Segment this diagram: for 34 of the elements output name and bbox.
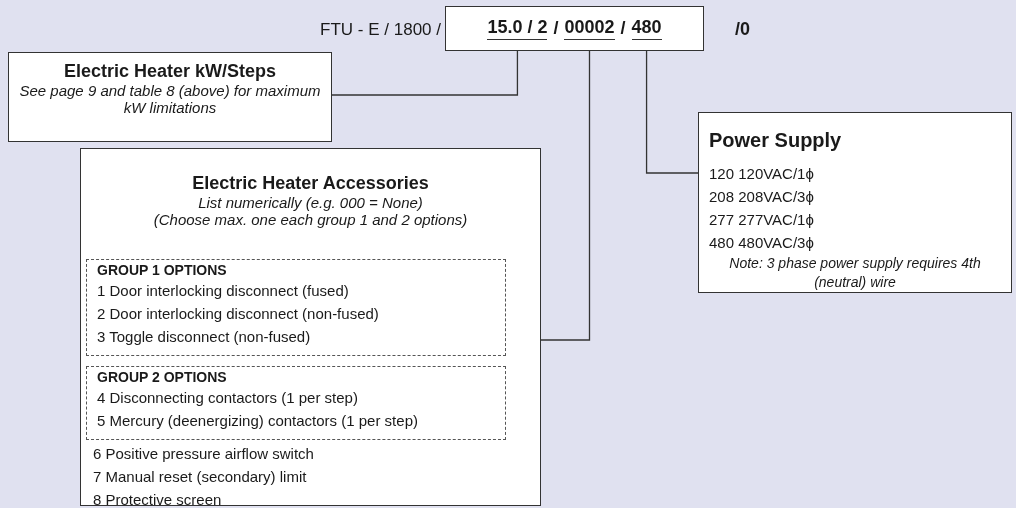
option-item: 277 277VAC/1ϕ	[709, 210, 815, 230]
option-item: 8 Protective screen	[93, 490, 223, 508]
model-code-segment: 480	[631, 17, 662, 40]
option-item: 1 Door interlocking disconnect (fused)	[97, 281, 350, 301]
separator-slash: /	[553, 18, 559, 39]
option-item: 208 208VAC/3ϕ	[709, 187, 815, 207]
model-code-segment: 15.0 / 2	[487, 17, 548, 40]
group-heading: GROUP 2 OPTIONS	[97, 368, 228, 386]
option-item: 7 Manual reset (secondary) limit	[93, 467, 308, 487]
option-item: 2 Door interlocking disconnect (non-fused)	[97, 304, 380, 324]
model-code-segment: 00002	[564, 17, 615, 40]
note-text: Note: 3 phase power supply requires 4th (neutral) wire	[728, 254, 982, 292]
note-text: See page 9 and table 8 (above) for maximum kW limitations	[19, 82, 321, 116]
note-text: (Choose max. one each group 1 and 2 options)	[152, 211, 469, 228]
option-item: 6 Positive pressure airflow switch	[93, 444, 314, 464]
info-box	[698, 112, 1012, 293]
box-heading: Electric Heater kW/Steps	[62, 61, 278, 82]
options-box	[80, 148, 541, 506]
separator-slash: /	[620, 18, 626, 39]
box-heading: Electric Heater Accessories	[191, 173, 430, 194]
model-code-suffix: /0	[735, 19, 750, 41]
option-item: 3 Toggle disconnect (non-fused)	[97, 327, 312, 347]
option-group-box	[86, 259, 506, 356]
note-text: List numerically (e.g. 000 = None)	[197, 194, 424, 211]
option-group-box	[86, 366, 506, 440]
option-item: 5 Mercury (deenergizing) contactors (1 per step)	[97, 411, 419, 431]
option-item: 120 120VAC/1ϕ	[709, 164, 815, 184]
info-box	[8, 52, 332, 142]
box-heading: Power Supply	[709, 129, 843, 152]
group-heading: GROUP 1 OPTIONS	[97, 261, 228, 279]
model-code-box	[445, 6, 704, 51]
option-item: 480 480VAC/3ϕ	[709, 233, 815, 253]
model-code-prefix: FTU - E / 1800 /	[320, 20, 441, 40]
option-item: 4 Disconnecting contactors (1 per step)	[97, 388, 359, 408]
